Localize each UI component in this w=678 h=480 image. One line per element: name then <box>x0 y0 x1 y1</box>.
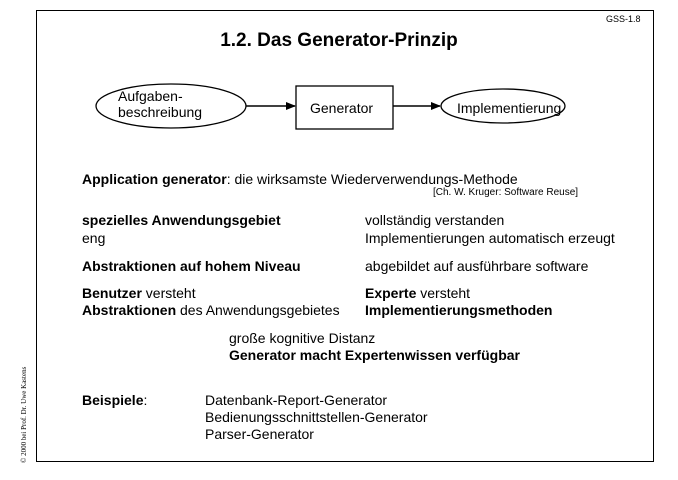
citation: [Ch. W. Kruger: Software Reuse] <box>433 187 579 198</box>
generator-diagram <box>95 83 566 130</box>
example-item: Parser-Generator <box>205 426 314 442</box>
input-label-line1: Aufgaben- <box>118 88 183 104</box>
row-left: Abstraktionen des Anwendungsgebietes <box>82 302 340 318</box>
slide-frame <box>36 10 654 462</box>
row-right: Experte versteht <box>365 285 471 301</box>
intro-line: Application generator: die wirksamste Wi… <box>82 171 518 187</box>
row-right: abgebildet auf ausführbare software <box>365 258 589 274</box>
intro-rest: : die wirksamste Wiederverwendungs-Metho… <box>226 171 518 187</box>
output-label: Implementierung <box>457 100 562 116</box>
page-title: 1.2. Das Generator-Prinzip <box>220 30 458 51</box>
page-id: GSS-1.8 <box>606 14 641 24</box>
row-right: Implementierungsmethoden <box>365 302 553 318</box>
input-label-line2: beschreibung <box>118 104 203 120</box>
example-item: Bedienungsschnittstellen-Generator <box>205 409 428 425</box>
intro-term: Application generator <box>82 171 227 187</box>
center-line2: Generator macht Expertenwissen verfügbar <box>229 347 520 363</box>
examples-label: Beispiele: <box>82 392 148 408</box>
output-ellipse <box>440 88 566 124</box>
row-left: Abstraktionen auf hohem Niveau <box>82 258 301 274</box>
row-right: vollständig verstanden <box>365 212 505 228</box>
generator-label: Generator <box>310 100 374 116</box>
row-right: Implementierungen automatisch erzeugt <box>365 230 615 246</box>
row-left: spezielles Anwendungsgebiet <box>82 212 281 228</box>
copyright-note: © 2000 bei Prof. Dr. Uwe Kastens <box>20 366 28 463</box>
example-item: Datenbank-Report-Generator <box>205 392 388 408</box>
center-line1: große kognitive Distanz <box>229 330 376 346</box>
generator-box <box>295 85 394 130</box>
row-left: Benutzer versteht <box>82 285 196 301</box>
row-left: eng <box>82 230 106 246</box>
